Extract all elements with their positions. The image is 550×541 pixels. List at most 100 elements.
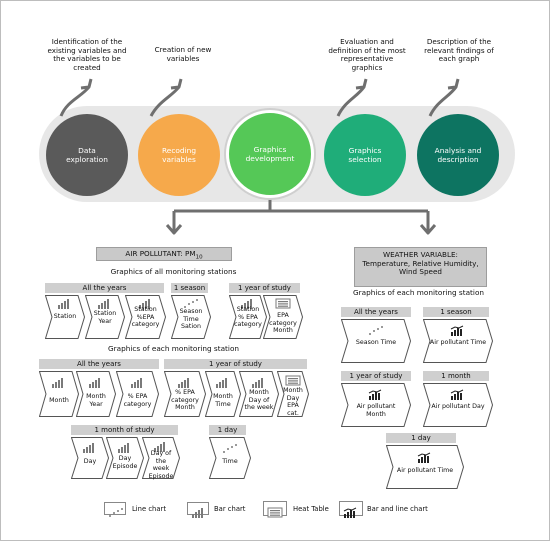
chevron-shape bbox=[239, 371, 279, 417]
chevron-label: Month Day of the week bbox=[244, 389, 274, 412]
chevron-label: Month Day EPA cat. bbox=[283, 387, 303, 417]
chevron-month-day-of-week: Month Day of the week bbox=[239, 371, 279, 417]
chevron-label: Air pollutant Time bbox=[396, 467, 454, 474]
chevron-label: Month Time bbox=[213, 393, 233, 408]
chevron-label: Station %EPA category bbox=[131, 306, 160, 329]
chevron-shape bbox=[277, 371, 309, 417]
air-pollutant-header: AIR POLLUTANT: PM10 bbox=[96, 247, 232, 261]
weather-group-year: 1 year of study bbox=[341, 371, 411, 381]
chevron-label: EPA category Month bbox=[269, 312, 297, 335]
group-year-1: 1 year of study bbox=[229, 283, 300, 293]
chevron-station: Station bbox=[45, 295, 85, 339]
step-4-description: Evaluation and definition of the most re… bbox=[328, 37, 406, 72]
weather-group-month: 1 month bbox=[423, 371, 489, 381]
chevron-label: Station Year bbox=[93, 310, 117, 325]
loop-arrow-4 bbox=[336, 86, 366, 117]
chevron-station-year: Station Year bbox=[85, 295, 125, 339]
loop-arrow-1 bbox=[59, 86, 91, 117]
chevron-label: Month bbox=[49, 397, 69, 404]
legend-heat-table-icon bbox=[267, 503, 283, 522]
loop-arrow-2 bbox=[149, 86, 181, 117]
chevron-day-of-week-episode: Day of the week Episode bbox=[142, 437, 180, 480]
chevron-epa-category-month: EPA category Month bbox=[263, 295, 303, 339]
legend-line-chart-icon bbox=[108, 503, 124, 522]
step-graphics-development: Graphics development bbox=[226, 110, 314, 198]
legend-bar-label: Bar chart bbox=[214, 505, 246, 513]
chevron-month-time: Month Time bbox=[205, 371, 241, 417]
chevron-label: Season Time Sation bbox=[179, 308, 203, 331]
chevron-label: Season Time bbox=[355, 339, 397, 346]
chevron-shape bbox=[341, 319, 411, 363]
chevron-station-epa: Station %EPA category bbox=[125, 295, 166, 339]
chevron-label: Day of the week Episode bbox=[148, 450, 174, 480]
chevron-day: Day bbox=[71, 437, 109, 479]
chevron-shape bbox=[209, 437, 251, 479]
step-recoding-variables: Recoding variables bbox=[138, 114, 220, 196]
legend-line-label: Line chart bbox=[132, 505, 166, 513]
chevron-w-air-time-day: Air pollutant Time bbox=[386, 445, 464, 489]
weather-group-all-years: All the years bbox=[341, 307, 411, 317]
group-month-of-study: 1 month of study bbox=[71, 425, 178, 435]
chevron-label: Time bbox=[222, 458, 238, 465]
chevron-shape bbox=[423, 319, 493, 363]
chevron-w-air-time-season: Air pollutant Time bbox=[423, 319, 493, 363]
group-season-1: 1 season bbox=[171, 283, 208, 293]
step-5-description: Description of the relevant findings of … bbox=[424, 37, 494, 64]
chevron-season-time-station: Season Time Sation bbox=[171, 295, 211, 339]
chevron-shape bbox=[229, 295, 267, 339]
chevron-label: Station bbox=[53, 313, 77, 320]
group-year-2: 1 year of study bbox=[164, 359, 307, 369]
chevron-label: Day Episode bbox=[112, 455, 138, 470]
chevron-label: Day bbox=[83, 458, 97, 465]
chevron-label: % EPA category bbox=[123, 393, 152, 408]
weather-section-each-station: Graphics of each monitoring station bbox=[352, 288, 485, 297]
legend-barline-label: Bar and line chart bbox=[367, 505, 428, 513]
chevron-w-season-time: Season Time bbox=[341, 319, 411, 363]
chevron-shape bbox=[106, 437, 144, 479]
group-day: 1 day bbox=[209, 425, 246, 435]
chevron-shape bbox=[423, 383, 493, 427]
air-section-all-stations: Graphics of all monitoring stations bbox=[110, 267, 237, 276]
weather-group-season: 1 season bbox=[423, 307, 489, 317]
chevron-shape bbox=[85, 295, 125, 339]
weather-variable-header: WEATHER VARIABLE: Temperature, Relative … bbox=[354, 247, 487, 287]
legend-heat-label: Heat Table bbox=[293, 505, 329, 513]
chevron-shape bbox=[142, 437, 180, 479]
step-1-description: Identification of the existing variables… bbox=[47, 37, 127, 72]
chevron-label: Air pollutant Month bbox=[356, 403, 396, 418]
chevron-shape bbox=[76, 371, 116, 417]
step-data-exploration: Data exploration bbox=[46, 114, 128, 196]
chevron-shape bbox=[341, 383, 411, 427]
chevron-shape bbox=[205, 371, 241, 417]
chevron-month: Month bbox=[39, 371, 79, 417]
chevron-label: Air pollutant Day bbox=[431, 403, 485, 410]
legend-bar-line-chart-icon bbox=[343, 503, 359, 522]
legend-bar-chart-icon bbox=[191, 503, 207, 522]
step-graphics-selection: Graphics selection bbox=[324, 114, 406, 196]
air-section-each-station: Graphics of each monitoring station bbox=[107, 344, 240, 353]
step-analysis-description: Analysis and description bbox=[417, 114, 499, 196]
legend-line-icon bbox=[104, 502, 126, 515]
chevron-epa-category: % EPA category bbox=[116, 371, 159, 417]
group-all-years-2: All the years bbox=[39, 359, 159, 369]
chevron-shape bbox=[125, 295, 166, 339]
chevron-shape bbox=[171, 295, 211, 339]
chevron-w-air-day: Air pollutant Day bbox=[423, 383, 493, 427]
chevron-day-episode: Day Episode bbox=[106, 437, 144, 479]
chevron-shape bbox=[116, 371, 159, 417]
step-2-description: Creation of new variables bbox=[154, 45, 212, 63]
loop-arrow-5 bbox=[428, 86, 458, 117]
chevron-month-year: Month Year bbox=[76, 371, 116, 417]
weather-group-day: 1 day bbox=[386, 433, 456, 443]
chevron-shape bbox=[39, 371, 79, 417]
chevron-station-epa-cat: Station % EPA category bbox=[229, 295, 267, 339]
chevron-shape bbox=[71, 437, 109, 479]
chevron-shape bbox=[386, 445, 464, 489]
group-all-years-1: All the years bbox=[45, 283, 164, 293]
chevron-w-air-month: Air pollutant Month bbox=[341, 383, 411, 427]
chevron-label: % EPA category Month bbox=[171, 389, 199, 412]
chevron-epa-category-month-2: % EPA category Month bbox=[164, 371, 206, 417]
chevron-time: Time bbox=[209, 437, 251, 479]
